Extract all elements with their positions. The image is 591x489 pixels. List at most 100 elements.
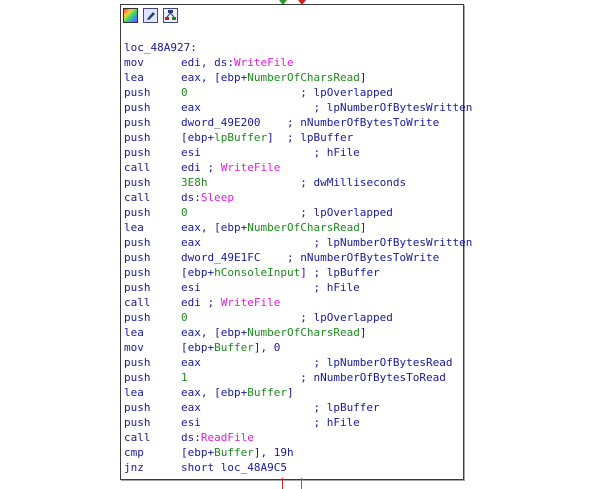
instruction-operand: ] <box>359 221 367 234</box>
instruction-line[interactable]: push 0 ; lpOverlapped <box>124 310 472 325</box>
instruction-mnemonic: call <box>124 296 151 309</box>
instruction-operand: ] <box>359 71 367 84</box>
instruction-operand: edi ; <box>181 296 221 309</box>
import-reference[interactable]: Sleep <box>200 191 234 204</box>
instruction-mnemonic: push <box>124 371 151 384</box>
instruction-mnemonic: call <box>124 191 151 204</box>
instruction-line[interactable]: push[ebp+hConsoleInput] ; lpBuffer <box>124 265 472 280</box>
instruction-line[interactable]: call ds:Sleep <box>124 190 472 205</box>
instruction-operand: eax, [ebp+ <box>181 221 248 234</box>
instruction-line[interactable]: push esi ; hFile <box>124 280 472 295</box>
outgoing-edge-red <box>282 478 283 489</box>
instruction-operand: eax ; lpBuffer <box>181 401 380 414</box>
instruction-operand: ; nNumberOfBytesToRead <box>187 371 446 384</box>
instruction-line[interactable]: push [ebp+lpBuffer] ; lpBuffer <box>124 130 472 145</box>
instruction-operand: ; dwMilliseconds <box>207 176 407 189</box>
import-reference[interactable]: ReadFile <box>200 431 254 444</box>
instruction-mnemonic: push <box>124 131 151 144</box>
instruction-operand: eax ; lpNumberOfBytesRead <box>181 356 453 369</box>
instruction-operand: ], 0 <box>253 341 281 354</box>
outgoing-edge-green <box>301 478 302 489</box>
instruction-operand: eax ; lpNumberOfBytesWritten <box>181 101 473 114</box>
symbol-reference[interactable]: Buffer <box>214 341 254 354</box>
instruction-mnemonic: push <box>124 236 151 249</box>
instruction-operand: edi ; <box>181 161 221 174</box>
instruction-operand: short loc_48A9C5 <box>181 461 287 474</box>
instruction-operand: ds: <box>181 191 201 204</box>
instruction-operand: ; lpOverlapped <box>187 86 393 99</box>
symbol-reference[interactable]: hConsoleInput <box>214 266 301 279</box>
instruction-operand: esi ; hFile <box>181 146 360 159</box>
instruction-operand: esi ; hFile <box>181 281 360 294</box>
instruction-operand: ds: <box>181 431 201 444</box>
instruction-line[interactable]: cmp[ebp+Buffer], 19h <box>124 445 472 460</box>
symbol-reference[interactable]: NumberOfCharsRead <box>247 221 360 234</box>
instruction-operand: 3E8h <box>181 176 208 189</box>
instruction-mnemonic: jnz <box>124 461 144 474</box>
instruction-mnemonic: push <box>124 266 151 279</box>
instruction-line[interactable]: call edi ; WriteFile <box>124 295 472 310</box>
instruction-operand: ], 19h <box>253 446 294 459</box>
instruction-operand: eax, [ebp+ <box>181 386 248 399</box>
import-reference[interactable]: WriteFile <box>233 56 294 69</box>
symbol-reference[interactable]: NumberOfCharsRead <box>247 71 360 84</box>
instruction-operand: ; lpOverlapped <box>187 311 393 324</box>
color-palette-icon[interactable] <box>123 7 138 23</box>
instruction-mnemonic: push <box>124 416 151 429</box>
instruction-line[interactable]: push eax ; lpNumberOfBytesWritten <box>124 235 472 250</box>
instruction-line[interactable]: jnz short loc_48A9C5 <box>124 460 472 475</box>
import-reference[interactable]: WriteFile <box>220 161 281 174</box>
block-label[interactable]: loc_48A927: <box>124 41 197 54</box>
instruction-mnemonic: push <box>124 101 151 114</box>
instruction-operand: ] ; lpBuffer <box>267 131 354 144</box>
symbol-reference[interactable]: NumberOfCharsRead <box>247 326 360 339</box>
instruction-mnemonic: mov <box>124 56 144 69</box>
instruction-operand: 0 <box>181 311 188 324</box>
instruction-operand: [ebp+ <box>181 131 215 144</box>
instruction-mnemonic: push <box>124 311 151 324</box>
instruction-line[interactable]: push esi ; hFile <box>124 415 472 430</box>
instruction-line[interactable]: push esi ; hFile <box>124 145 472 160</box>
instruction-mnemonic: push <box>124 146 151 159</box>
import-reference[interactable]: WriteFile <box>220 296 281 309</box>
symbol-reference[interactable]: Buffer <box>214 446 254 459</box>
instruction-line[interactable]: mov[ebp+Buffer], 0 <box>124 340 472 355</box>
symbol-reference[interactable]: Buffer <box>247 386 287 399</box>
instruction-line[interactable]: push 1 ; nNumberOfBytesToRead <box>124 370 472 385</box>
instruction-mnemonic: push <box>124 206 151 219</box>
graph-overview-icon[interactable] <box>163 7 178 23</box>
incoming-edge-green-arrowhead <box>279 0 287 5</box>
instruction-mnemonic: cmp <box>124 446 144 459</box>
instruction-mnemonic: lea <box>124 326 144 339</box>
instruction-operand: 1 <box>181 371 188 384</box>
instruction-operand: eax, [ebp+ <box>181 326 248 339</box>
instruction-mnemonic: call <box>124 431 151 444</box>
symbol-reference[interactable]: lpBuffer <box>214 131 268 144</box>
incoming-edge-red-arrowhead <box>298 0 306 5</box>
instruction-line[interactable]: push eax ; lpNumberOfBytesWritten <box>124 100 472 115</box>
instruction-operand: eax ; lpNumberOfBytesWritten <box>181 236 473 249</box>
instruction-operand: ; lpOverlapped <box>187 206 393 219</box>
instruction-mnemonic: push <box>124 281 151 294</box>
instruction-line[interactable]: call ds:ReadFile <box>124 430 472 445</box>
instruction-operand: 0 <box>181 86 188 99</box>
instruction-operand: esi ; hFile <box>181 416 360 429</box>
edit-node-icon[interactable] <box>143 7 158 23</box>
instruction-operand: ] <box>286 386 294 399</box>
node-toolbar <box>121 5 463 25</box>
